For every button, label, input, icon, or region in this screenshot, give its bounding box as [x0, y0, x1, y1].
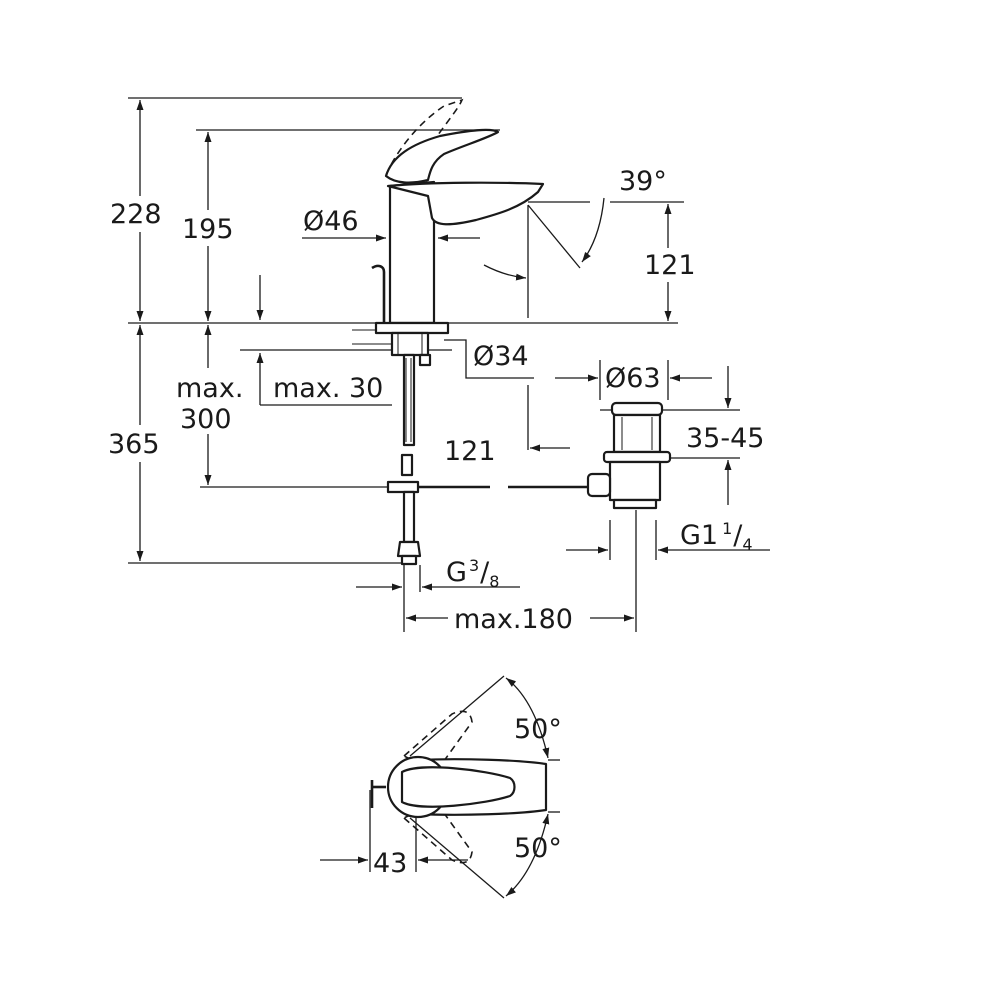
dimension-lines [136, 100, 770, 622]
faucet-side-view [352, 98, 672, 566]
dim-waste-diameter: Ø63 [605, 363, 661, 394]
faucet-spout [386, 181, 545, 226]
dim-max-shank: max. 30 [273, 373, 383, 404]
faucet-top-view: 50° 50° 43 [320, 675, 562, 899]
top-view-lever [400, 766, 516, 808]
dim-max-rod: max.180 [454, 604, 573, 635]
faucet-lever [384, 128, 500, 184]
dim-body-diameter: Ø46 [303, 206, 359, 237]
dim-lever-offset: 43 [373, 848, 407, 879]
faucet-body [388, 180, 436, 325]
dim-shank-diameter: Ø34 [473, 341, 529, 372]
dim-spout-outlet-height: 121 [644, 250, 696, 281]
dim-spout-reach: 121 [444, 436, 496, 467]
waste-flange [610, 401, 664, 417]
dim-max-countertop-value: 300 [180, 404, 232, 435]
dim-below-deck: 365 [108, 429, 160, 460]
dim-rotation-up: 50° [514, 714, 562, 745]
reference-lines [128, 97, 740, 632]
dim-rotation-down: 50° [514, 833, 562, 864]
dim-spout-height: 195 [182, 214, 234, 245]
dim-total-height: 228 [110, 199, 162, 230]
side-view-labels: 228 195 Ø46 39° 121 Ø34 max. 300 max. 30… [108, 166, 764, 635]
dim-max-countertop-prefix: max. [176, 373, 243, 404]
dim-lever-angle: 39° [619, 166, 667, 197]
dim-waste-range: 35-45 [686, 423, 764, 454]
